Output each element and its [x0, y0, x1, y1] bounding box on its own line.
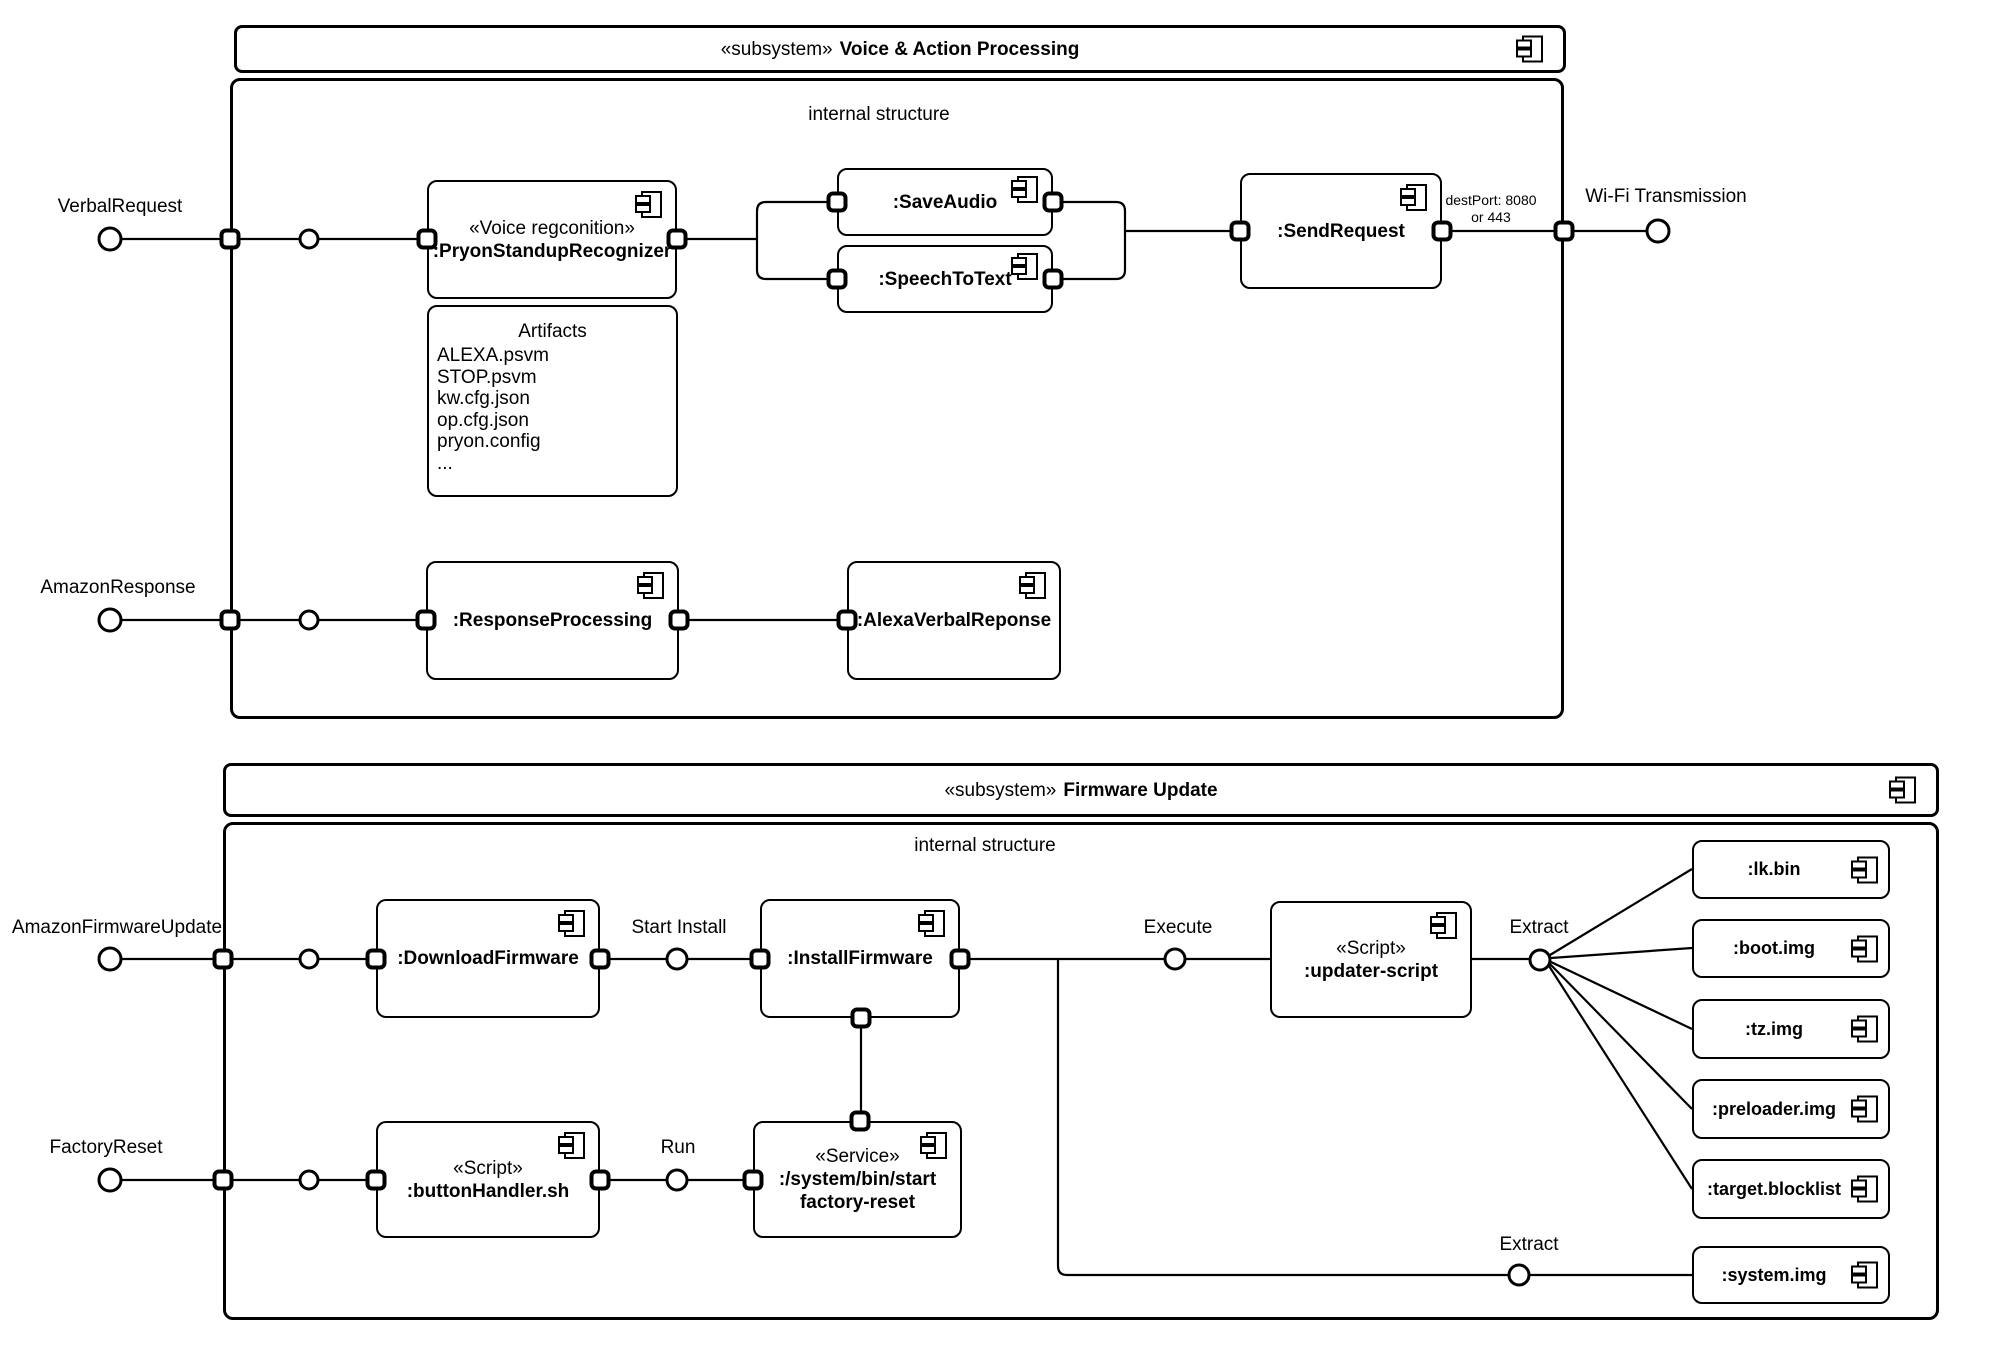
component-icon — [1011, 253, 1038, 280]
component-boot-img: :boot.img — [1692, 919, 1890, 978]
component-icon — [918, 910, 945, 937]
component-icon — [1851, 856, 1878, 883]
factory-reset-service-name-line1: :/system/bin/start — [778, 1169, 937, 1190]
lk-bin-name: :lk.bin — [1747, 859, 1801, 879]
target-blocklist-name: :target.blocklist — [1706, 1178, 1842, 1199]
voice-subsystem-stereotype: «subsystem» — [720, 38, 833, 60]
preloader-img-name: :preloader.img — [1711, 1098, 1837, 1119]
interface-ball — [97, 946, 123, 972]
component-install-firmware: :InstallFirmware — [760, 899, 960, 1018]
firmware-subsystem-title-bar: «subsystem» Firmware Update — [223, 763, 1939, 817]
component-icon — [637, 572, 664, 599]
amazon-response-label: AmazonResponse — [40, 577, 196, 598]
pryon-name: :PryonStandupRecognizer — [432, 240, 672, 262]
artifact-item: STOP.psvm — [437, 366, 537, 388]
interface-ball — [97, 1167, 123, 1193]
component-response-processing: :ResponseProcessing — [426, 561, 679, 680]
updater-script-stereotype: «Script» — [1336, 937, 1406, 959]
component-icon — [558, 1132, 585, 1159]
component-icon — [1516, 35, 1543, 63]
download-firmware-name: :DownloadFirmware — [397, 948, 579, 969]
artifact-item: kw.cfg.json — [437, 388, 530, 409]
amazon-firmware-update-label: AmazonFirmwareUpdate — [11, 917, 223, 938]
dest-port-label-line2: or 443 — [1471, 209, 1511, 225]
artifact-item: op.cfg.json — [437, 409, 529, 431]
component-factory-reset-service: «Service» :/system/bin/start factory-res… — [753, 1121, 962, 1238]
component-preloader-img: :preloader.img — [1692, 1079, 1890, 1139]
extract-label: Extract — [1509, 917, 1569, 938]
component-icon — [1430, 912, 1457, 939]
updater-script-name: :updater-script — [1303, 960, 1439, 982]
interface-ball — [97, 226, 123, 252]
install-firmware-name: :InstallFirmware — [787, 948, 933, 969]
execute-label: Execute — [1143, 917, 1213, 938]
button-handler-stereotype: «Script» — [453, 1157, 523, 1179]
voice-subsystem-title-bar: «subsystem» Voice & Action Processing — [234, 25, 1566, 73]
dest-port-label-line1: destPort: 8080 — [1445, 192, 1537, 208]
component-icon — [1019, 572, 1046, 599]
component-icon — [1851, 1095, 1878, 1123]
component-icon — [1851, 1261, 1878, 1289]
artifacts-list-box: Artifacts ALEXA.psvm STOP.psvm kw.cfg.js… — [427, 305, 678, 497]
component-icon — [1851, 1015, 1878, 1043]
component-send-request: :SendRequest — [1240, 173, 1442, 289]
firmware-subsystem-stereotype: «subsystem» — [944, 779, 1057, 801]
voice-subsystem-name: Voice & Action Processing — [839, 38, 1080, 60]
firmware-subsystem-name: Firmware Update — [1063, 779, 1218, 801]
run-label: Run — [660, 1137, 696, 1158]
button-handler-name: :buttonHandler.sh — [406, 1180, 570, 1202]
wifi-transmission-label: Wi-Fi Transmission — [1585, 186, 1747, 207]
component-target-blocklist: :target.blocklist — [1692, 1159, 1890, 1219]
send-request-name: :SendRequest — [1277, 220, 1405, 242]
factory-reset-service-stereotype: «Service» — [815, 1146, 900, 1167]
component-icon — [920, 1132, 947, 1159]
component-icon — [558, 910, 585, 937]
factory-reset-label: FactoryReset — [49, 1137, 163, 1158]
component-system-img: :system.img — [1692, 1246, 1890, 1304]
save-audio-name: :SaveAudio — [892, 191, 998, 213]
start-install-label: Start Install — [631, 917, 727, 938]
factory-reset-service-name-line2: factory-reset — [799, 1192, 916, 1213]
component-lk-bin: :lk.bin — [1692, 840, 1890, 899]
tz-img-name: :tz.img — [1745, 1018, 1803, 1039]
pryon-stereotype: «Voice regconition» — [469, 217, 635, 239]
artifact-item: ... — [437, 452, 453, 474]
component-icon — [635, 191, 662, 218]
component-download-firmware: :DownloadFirmware — [376, 899, 600, 1018]
system-img-name: :system.img — [1721, 1264, 1827, 1285]
artifact-item: pryon.config — [437, 431, 541, 452]
speech-to-text-name: :SpeechToText — [878, 268, 1012, 290]
response-processing-name: :ResponseProcessing — [452, 610, 653, 631]
component-icon — [1889, 776, 1916, 804]
component-speech-to-text: :SpeechToText — [837, 245, 1053, 313]
firmware-internal-structure-label: internal structure — [914, 835, 1056, 856]
component-button-handler: «Script» :buttonHandler.sh — [376, 1121, 600, 1238]
component-alexa-verbal-response: :AlexaVerbalReponse — [847, 561, 1061, 680]
component-icon — [1851, 935, 1878, 962]
component-icon — [1011, 176, 1038, 203]
interface-ball — [1645, 218, 1671, 244]
component-pryon-standup-recognizer: «Voice regconition» :PryonStandupRecogni… — [427, 180, 677, 299]
firmware-subsystem-body — [223, 822, 1939, 1320]
artifact-item: ALEXA.psvm — [437, 345, 549, 366]
artifacts-title: Artifacts — [518, 321, 587, 342]
voice-internal-structure-label: internal structure — [808, 104, 950, 125]
interface-ball — [97, 607, 123, 633]
component-icon — [1851, 1175, 1878, 1203]
component-save-audio: :SaveAudio — [837, 168, 1053, 236]
alexa-verbal-response-name: :AlexaVerbalReponse — [856, 610, 1052, 631]
verbal-request-label: VerbalRequest — [57, 196, 183, 217]
extract-bottom-label: Extract — [1499, 1234, 1559, 1255]
component-icon — [1400, 184, 1427, 211]
component-updater-script: «Script» :updater-script — [1270, 901, 1472, 1018]
boot-img-name: :boot.img — [1733, 938, 1815, 958]
component-tz-img: :tz.img — [1692, 999, 1890, 1059]
